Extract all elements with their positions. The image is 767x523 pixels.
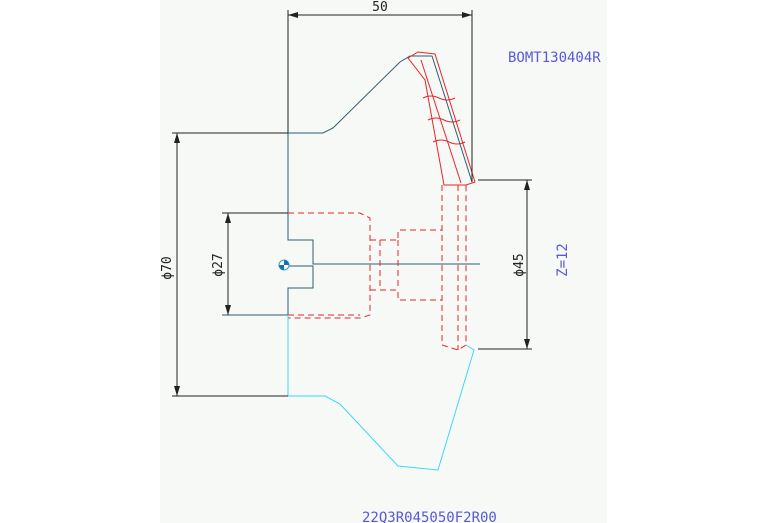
dimension-lines [172,10,532,397]
center-mark-icon [278,259,290,271]
upper-profile [287,55,432,215]
insert-rake [420,59,462,184]
part-code-top: BOMT130404R [508,50,601,66]
lower-profile [287,315,475,471]
insert-wave-3 [432,139,466,145]
dim-bore-dia-label: ϕ27 [211,253,226,276]
hidden-lines [288,185,467,351]
dim-outer-dia-label: ϕ70 [160,256,175,279]
dimension-arrows [174,12,530,396]
bore-lower-step [287,265,314,315]
dim-width-label: 50 [372,0,388,15]
teeth-count-label: Z=12 [555,243,571,277]
insert-wave-2 [427,117,461,123]
drawing-sheet [160,0,607,523]
insert-wave-1 [422,95,456,101]
insert-seat-edge [431,55,473,183]
bore-upper-step [287,215,480,265]
body-outline [222,55,480,316]
part-code-bottom: 22Q3R045050F2R00 [362,510,497,523]
insert-and-hidden [407,51,476,186]
insert-body [407,51,476,186]
dim-pitch-dia-label: ϕ45 [512,253,527,276]
